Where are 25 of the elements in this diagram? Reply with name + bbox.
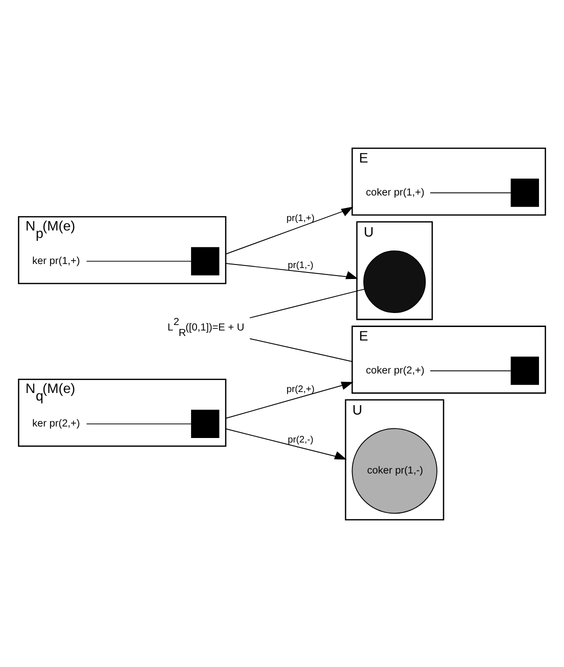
cluster: U [356,220,433,320]
connector [86,422,192,424]
arrow [225,381,354,418]
edge-label: pr(2,-) [288,433,314,444]
connector [86,260,192,262]
node-text: coker pr(1,+) [366,186,424,198]
node-box [510,356,539,384]
node-box [510,178,539,206]
edge-label: pr(1,-) [288,258,314,270]
node-box [191,409,220,438]
arrow [225,206,354,254]
connector [430,192,512,193]
node-text: coker pr(2,+) [366,364,424,376]
node-circle [363,250,426,313]
arrow [225,262,358,279]
connector [430,370,512,371]
arrow [225,428,347,460]
edge-label: pr(1,+) [286,211,314,222]
node-text: ker pr(1,+) [32,255,80,266]
edge-label: pr(2,+) [286,382,314,394]
node-circle: coker pr(1,-) [352,428,438,514]
connector [249,338,353,362]
connector [249,288,365,318]
node-box [191,246,220,275]
node-text: ker pr(2,+) [32,418,80,430]
